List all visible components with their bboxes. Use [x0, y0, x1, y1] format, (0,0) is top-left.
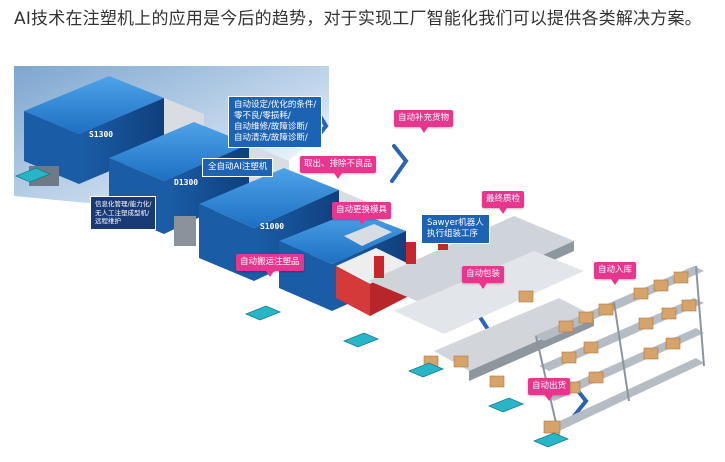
machine-model-label-3: S1000 [260, 222, 285, 231]
intro-paragraph: AI技术在注塑机上的应用是今后的趋势，对于实现工厂智能化我们可以提供各类解决方案… [14, 9, 702, 29]
boxes [423, 271, 697, 434]
callout-reject-defects: 取出、排除不良品 [300, 156, 377, 179]
warehouse-shelves [534, 265, 705, 437]
callout-auto-mold-change: 自动更换模具 [332, 202, 392, 225]
machine-model-label-1: S1300 [89, 130, 114, 139]
callout-agv-transport: 自动搬运注塑品 [236, 254, 304, 277]
callout-full-auto-machine: 全自动AI注塑机 [202, 158, 274, 177]
agv-vehicles [14, 167, 570, 448]
callout-parameter-setting: 自动设定/优化的条件/ 零不良/零损耗/ 自动维修/故障诊断/ 自动清洗/故障诊… [228, 96, 323, 148]
callout-sawyer-assembly: Sawyer机器人 执行组装工序 [421, 214, 490, 244]
callout-auto-shipping: 自动出货 [528, 378, 571, 401]
callout-auto-storage: 自动入库 [594, 262, 637, 285]
callout-information-management: 信息化管理/能力化/ 无人工注塑成型机/ 远程维护 [90, 196, 157, 230]
callout-auto-packing: 自动包装 [462, 266, 505, 289]
machine-model-label-2: D1300 [174, 178, 199, 187]
factory-diagram: S1300 D1300 S1000 自动设定/优化的条件/ 零不良/零损耗/ 自… [14, 66, 714, 462]
callout-final-inspection: 最终质检 [482, 191, 525, 214]
callout-auto-restock: 自动补充货物 [394, 110, 454, 133]
